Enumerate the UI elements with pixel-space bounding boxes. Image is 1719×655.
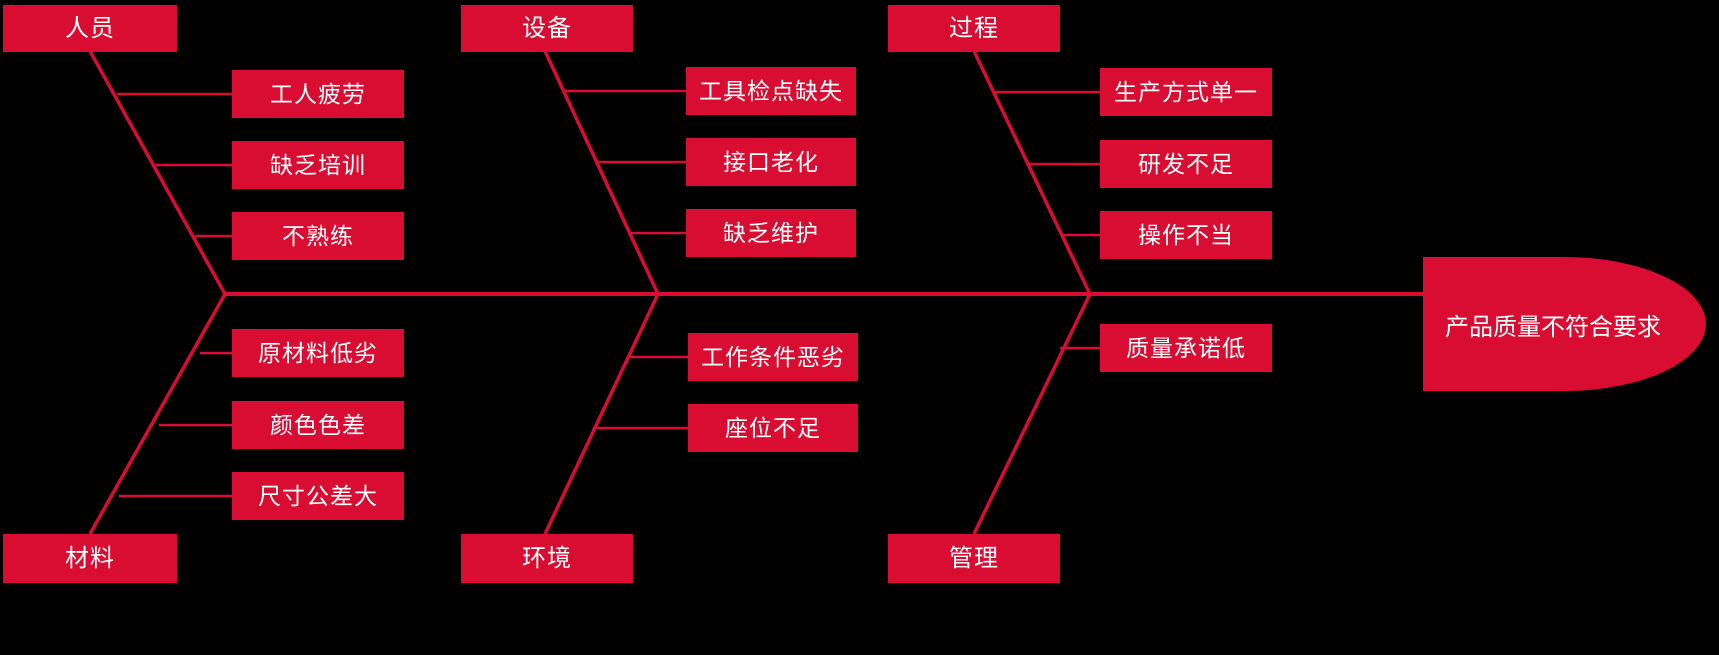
cause-label-equipment-2: 接口老化 [723,148,819,175]
category-box-people[interactable]: 人员 [3,5,177,52]
bone-process [972,50,1092,295]
category-label-environment: 环境 [522,544,572,572]
bone-management [972,293,1092,535]
cause-label-people-3: 不熟练 [282,222,354,249]
cause-box-material-3[interactable]: 尺寸公差大 [232,472,404,520]
category-label-people: 人员 [65,14,115,42]
bone-environment [543,293,660,535]
cause-box-process-3[interactable]: 操作不当 [1100,211,1272,259]
cause-label-process-3: 操作不当 [1138,221,1234,248]
cause-box-process-2[interactable]: 研发不足 [1100,140,1272,188]
category-label-equipment: 设备 [522,14,572,42]
cause-box-people-1[interactable]: 工人疲劳 [232,70,404,118]
cause-label-environment-2: 座位不足 [725,414,821,441]
cause-label-environment-1: 工作条件恶劣 [701,343,845,370]
category-box-management[interactable]: 管理 [888,534,1060,583]
cause-label-material-1: 原材料低劣 [258,339,378,366]
category-box-environment[interactable]: 环境 [461,534,633,583]
effect-head-box[interactable]: 产品质量不符合要求 [1423,257,1706,391]
cause-label-equipment-3: 缺乏维护 [723,219,819,246]
cause-label-process-2: 研发不足 [1138,150,1234,177]
category-box-equipment[interactable]: 设备 [461,5,633,52]
cause-box-people-2[interactable]: 缺乏培训 [232,141,404,189]
cause-box-material-1[interactable]: 原材料低劣 [232,329,404,377]
cause-label-equipment-1: 工具检点缺失 [699,77,843,104]
cause-box-material-2[interactable]: 颜色色差 [232,401,404,449]
category-label-process: 过程 [949,14,999,42]
bone-equipment [543,50,660,295]
cause-label-material-3: 尺寸公差大 [258,482,378,509]
cause-box-equipment-1[interactable]: 工具检点缺失 [686,67,856,115]
cause-box-equipment-2[interactable]: 接口老化 [686,138,856,186]
cause-label-process-1: 生产方式单一 [1114,78,1258,105]
cause-box-people-3[interactable]: 不熟练 [232,212,404,260]
bone-material [88,293,227,535]
cause-box-process-1[interactable]: 生产方式单一 [1100,68,1272,116]
cause-box-equipment-3[interactable]: 缺乏维护 [686,209,856,257]
cause-box-environment-2[interactable]: 座位不足 [688,404,858,452]
cause-box-management-1[interactable]: 质量承诺低 [1100,324,1272,372]
cause-label-people-2: 缺乏培训 [270,151,366,178]
cause-label-material-2: 颜色色差 [270,411,366,438]
cause-box-environment-1[interactable]: 工作条件恶劣 [688,333,858,381]
bone-people [88,50,227,295]
category-box-material[interactable]: 材料 [3,534,177,583]
cause-label-management-1: 质量承诺低 [1126,334,1246,361]
cause-label-people-1: 工人疲劳 [270,80,366,107]
category-label-management: 管理 [949,544,999,572]
effect-label: 产品质量不符合要求 [1445,313,1661,341]
category-box-process[interactable]: 过程 [888,5,1060,52]
category-label-material: 材料 [65,544,115,572]
